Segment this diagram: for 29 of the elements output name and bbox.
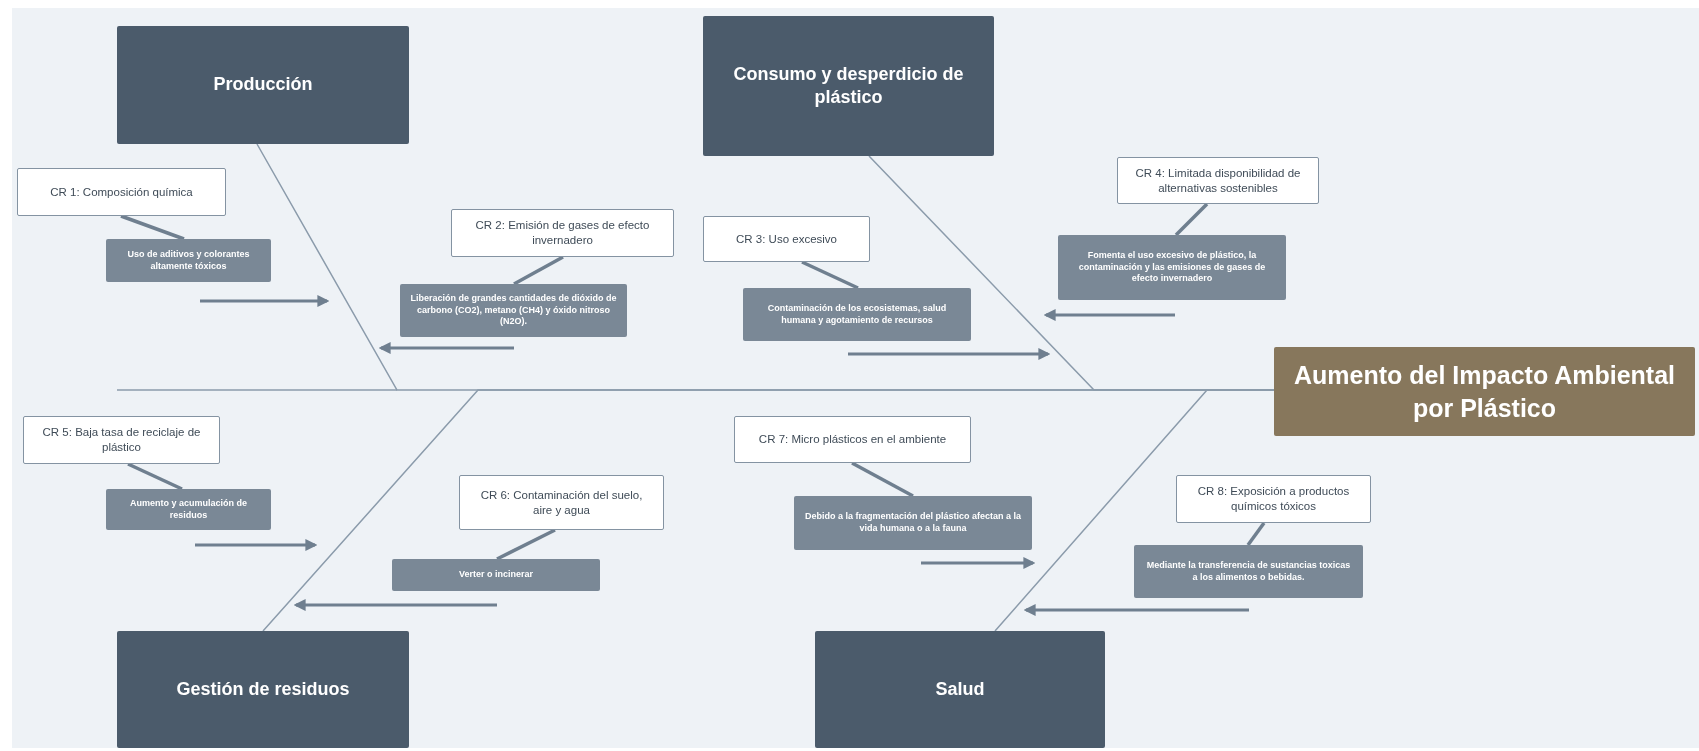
cause-box: CR 5: Baja tasa de reciclaje de plástico <box>23 416 220 464</box>
detail-box: Verter o incinerar <box>392 559 600 591</box>
detail-box: Fomenta el uso excesivo de plástico, la contaminación y las emisiones de gases de efecto invernadero <box>1058 235 1286 300</box>
category-box: Consumo y desperdicio de plástico <box>703 16 994 156</box>
connector-line <box>127 462 183 491</box>
detail-box: Mediante la transferencia de sustancias toxicas a los alimentos o bebidas. <box>1134 545 1363 598</box>
category-box: Producción <box>117 26 409 144</box>
cause-box: CR 7: Micro plásticos en el ambiente <box>734 416 971 463</box>
cause-box: CR 6: Contaminación del suelo, aire y agua <box>459 475 664 530</box>
connector-line <box>801 260 859 290</box>
category-box: Salud <box>815 631 1105 748</box>
connector-line <box>1174 202 1209 237</box>
connector-line <box>1246 521 1266 547</box>
detail-box: Uso de aditivos y colorantes altamente tóxicos <box>106 239 271 282</box>
connector-line <box>513 255 564 286</box>
connector-line <box>120 214 185 241</box>
cause-box: CR 2: Emisión de gases de efecto invernadero <box>451 209 674 257</box>
detail-box: Debido a la fragmentación del plástico afectan a la vida humana o a la fauna <box>794 496 1032 550</box>
cause-box: CR 3: Uso excesivo <box>703 216 870 262</box>
detail-box: Contaminación de los ecosistemas, salud humana y agotamiento de recursos <box>743 288 971 341</box>
detail-box: Liberación de grandes cantidades de dióxido de carbono (CO2), metano (CH4) y óxido nitroso (N2O). <box>400 284 627 337</box>
detail-box: Aumento y acumulación de residuos <box>106 489 271 530</box>
cause-box: CR 4: Limitada disponibilidad de alternativas sostenibles <box>1117 157 1319 204</box>
cause-box: CR 8: Exposición a productos químicos tóxicos <box>1176 475 1371 523</box>
category-box: Gestión de residuos <box>117 631 409 748</box>
effect-box: Aumento del Impacto Ambiental por Plástico <box>1274 347 1695 436</box>
connector-line <box>851 461 914 498</box>
cause-box: CR 1: Composición química <box>17 168 226 216</box>
connector-line <box>496 528 556 561</box>
